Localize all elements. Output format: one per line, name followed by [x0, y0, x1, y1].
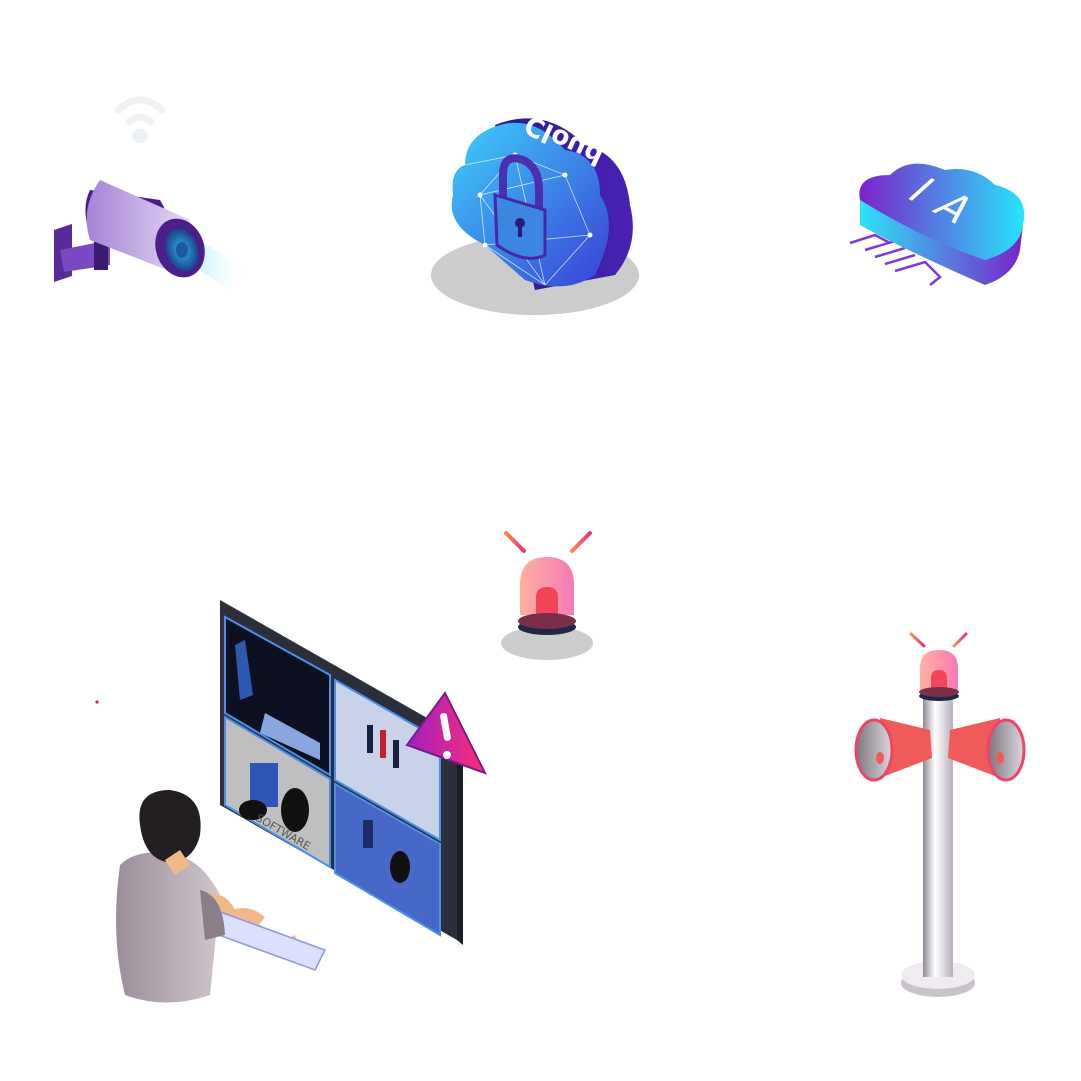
security-camera	[50, 90, 250, 290]
ai-cloud-icon: IA	[849, 163, 1025, 286]
megaphone-right	[948, 718, 1026, 782]
secure-cloud: Cloud	[425, 95, 650, 320]
padlock-icon	[493, 154, 547, 260]
camera-feed-2	[334, 678, 441, 842]
siren-pole	[850, 618, 1030, 1013]
pole	[923, 680, 953, 977]
ai-cloud: IA	[845, 155, 1035, 295]
circuit-lines	[849, 233, 942, 286]
shadow	[501, 626, 593, 660]
wifi-icon	[114, 96, 166, 144]
red-dot	[95, 700, 99, 704]
warning-icon	[405, 691, 488, 775]
megaphone-left	[854, 718, 932, 782]
alarm-beacon-icon	[484, 521, 610, 660]
operator-person	[116, 790, 327, 1003]
cctv-camera-icon	[54, 96, 250, 290]
monitoring-operator-icon: SOFTWARE	[95, 600, 488, 1003]
camera-feed-1	[224, 615, 331, 777]
monitoring-operator: SOFTWARE	[95, 595, 495, 1015]
light-rays	[484, 521, 610, 572]
cloud-lock-icon: Cloud	[431, 109, 639, 315]
camera-feed-4	[334, 782, 441, 937]
alarm-beacon	[480, 515, 620, 665]
light-rays	[896, 624, 982, 660]
siren-pole-icon	[854, 624, 1026, 997]
